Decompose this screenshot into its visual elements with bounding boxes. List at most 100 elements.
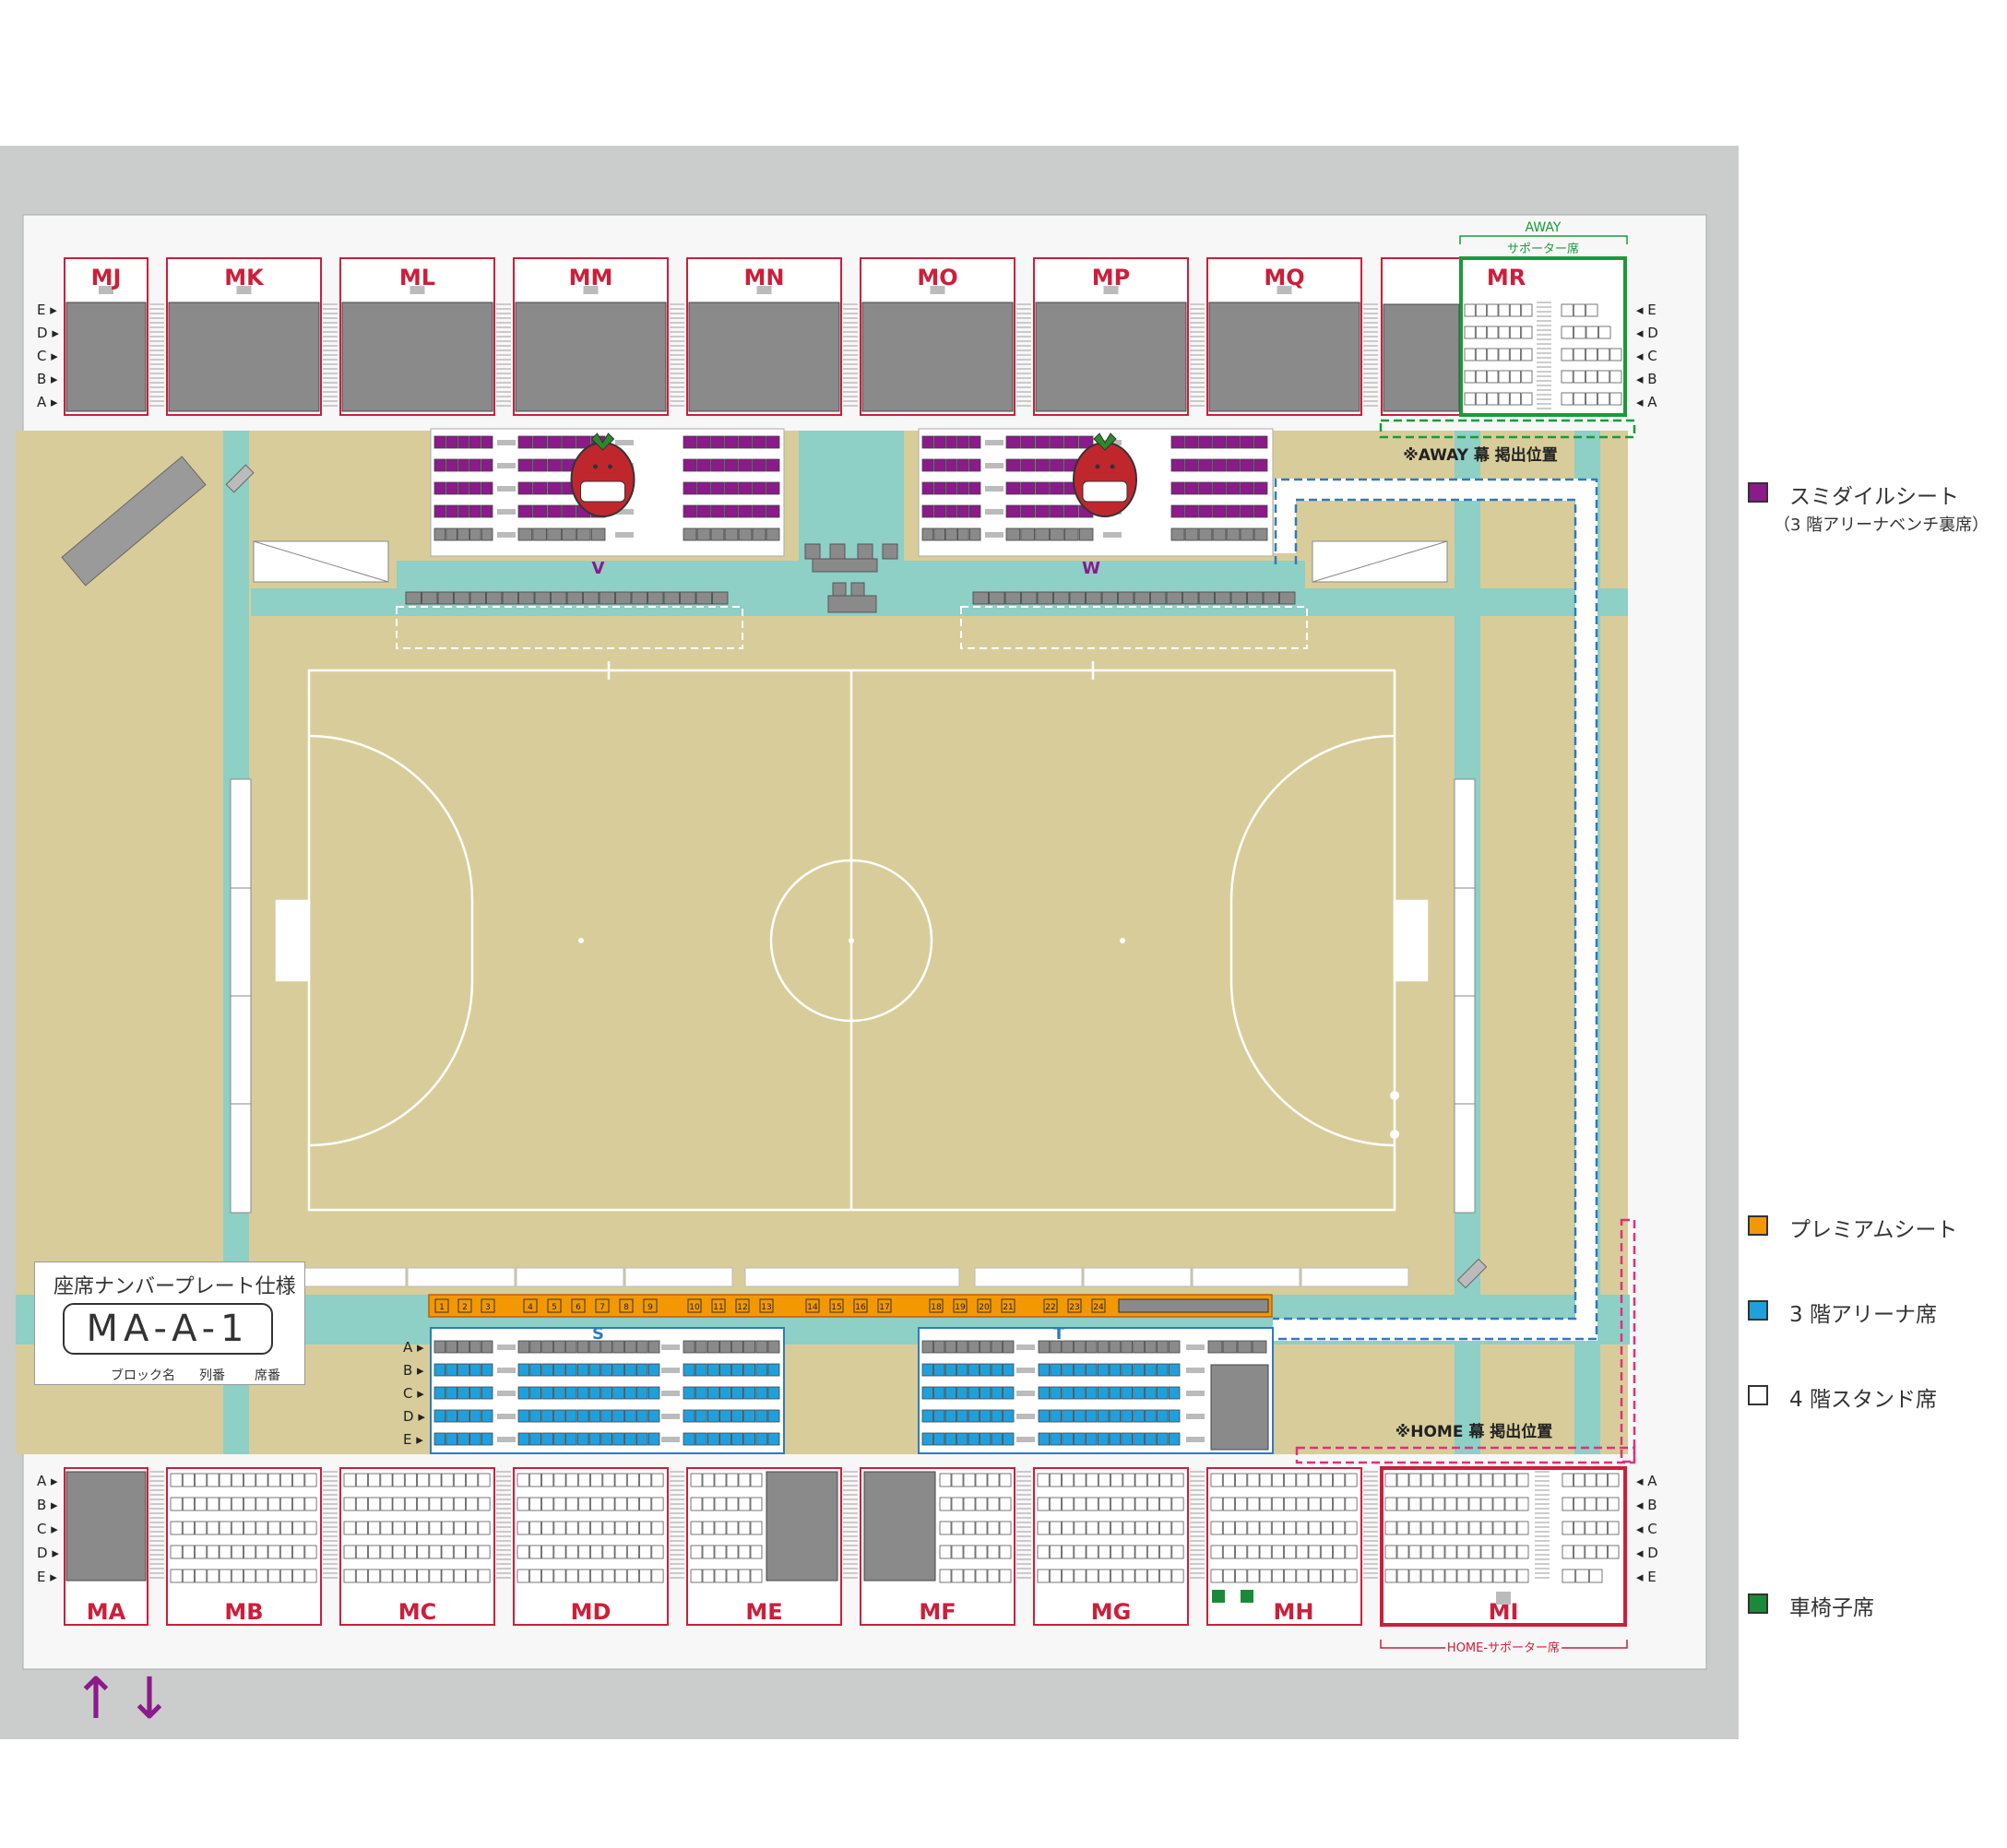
seat[interactable]: [750, 1569, 763, 1583]
seat[interactable]: [588, 1340, 601, 1354]
seat[interactable]: [1333, 1521, 1346, 1535]
seat[interactable]: [1145, 1386, 1157, 1400]
seat[interactable]: [1504, 1473, 1517, 1487]
seat[interactable]: [1212, 435, 1227, 449]
seat[interactable]: [219, 1545, 232, 1559]
seat[interactable]: [999, 1521, 1012, 1535]
seat[interactable]: [1122, 1569, 1135, 1583]
seat[interactable]: [243, 1545, 256, 1559]
seat[interactable]: [532, 481, 547, 495]
seat[interactable]: [1521, 303, 1533, 317]
seat[interactable]: [1235, 1497, 1248, 1511]
seat[interactable]: [453, 1473, 466, 1487]
seat[interactable]: [195, 1521, 208, 1535]
seat[interactable]: [392, 1569, 405, 1583]
seat[interactable]: [1110, 1473, 1123, 1487]
seat[interactable]: [726, 1545, 739, 1559]
seat[interactable]: [1171, 1497, 1184, 1511]
seat[interactable]: [454, 591, 470, 605]
seat[interactable]: [968, 481, 981, 495]
seat[interactable]: [1226, 435, 1241, 449]
seat[interactable]: [1168, 1340, 1181, 1354]
seat[interactable]: [987, 1569, 1000, 1583]
seat[interactable]: [279, 1569, 292, 1583]
seat[interactable]: [267, 1545, 280, 1559]
seat[interactable]: [963, 1473, 976, 1487]
seat[interactable]: [1035, 435, 1050, 449]
seat[interactable]: [368, 1569, 381, 1583]
seat[interactable]: [957, 504, 969, 518]
seat[interactable]: [1468, 1521, 1481, 1535]
seat[interactable]: [517, 1409, 530, 1423]
seat[interactable]: [710, 481, 725, 495]
seat[interactable]: [1609, 348, 1622, 361]
seat[interactable]: [696, 435, 711, 449]
seat[interactable]: [991, 1363, 1003, 1377]
seat[interactable]: [481, 504, 493, 518]
seat[interactable]: [577, 1569, 590, 1583]
seat[interactable]: [1408, 1521, 1421, 1535]
seat[interactable]: [1516, 1521, 1529, 1535]
premium-seat[interactable]: [853, 1298, 868, 1313]
seat[interactable]: [1432, 1521, 1445, 1535]
seat[interactable]: [683, 458, 697, 472]
seat[interactable]: [738, 435, 753, 449]
seat[interactable]: [1062, 1569, 1075, 1583]
seat[interactable]: [517, 1340, 530, 1354]
seat[interactable]: [304, 1497, 317, 1511]
seat[interactable]: [1296, 1545, 1309, 1559]
seat[interactable]: [968, 1340, 980, 1354]
seat[interactable]: [565, 1569, 578, 1583]
seat[interactable]: [991, 1386, 1003, 1400]
seat[interactable]: [1573, 303, 1586, 317]
seat[interactable]: [170, 1497, 183, 1511]
seat[interactable]: [1320, 1545, 1334, 1559]
seat[interactable]: [182, 1521, 196, 1535]
seat[interactable]: [304, 1521, 317, 1535]
seat[interactable]: [292, 1497, 305, 1511]
seat[interactable]: [517, 481, 533, 495]
seat[interactable]: [564, 1363, 577, 1377]
seat[interactable]: [433, 504, 446, 518]
seat[interactable]: [1222, 1340, 1238, 1354]
seat[interactable]: [1509, 392, 1522, 406]
premium-seat[interactable]: [735, 1298, 750, 1313]
seat[interactable]: [755, 1363, 768, 1377]
seat[interactable]: [231, 1545, 244, 1559]
seat[interactable]: [707, 1340, 719, 1354]
seat[interactable]: [695, 1409, 707, 1423]
seat[interactable]: [547, 458, 562, 472]
seat[interactable]: [553, 1432, 565, 1446]
seat[interactable]: [1504, 1545, 1517, 1559]
seat[interactable]: [547, 481, 562, 495]
seat[interactable]: [1456, 1521, 1469, 1535]
seat[interactable]: [933, 481, 945, 495]
seat[interactable]: [433, 481, 446, 495]
seat[interactable]: [1184, 504, 1199, 518]
seat[interactable]: [583, 591, 600, 605]
premium-seat[interactable]: [953, 1298, 968, 1313]
seat[interactable]: [1182, 591, 1199, 605]
seat[interactable]: [433, 527, 446, 541]
seat[interactable]: [956, 1386, 968, 1400]
seat[interactable]: [1574, 1473, 1585, 1487]
seat[interactable]: [991, 1432, 1003, 1446]
seat[interactable]: [987, 1521, 1000, 1535]
seat[interactable]: [683, 1340, 695, 1354]
premium-seat[interactable]: [571, 1298, 586, 1313]
seat[interactable]: [647, 1340, 660, 1354]
seat[interactable]: [750, 1521, 763, 1535]
seat[interactable]: [939, 1545, 952, 1559]
seat[interactable]: [1074, 1363, 1086, 1377]
seat[interactable]: [1210, 1473, 1223, 1487]
seat[interactable]: [1521, 326, 1533, 339]
seat[interactable]: [975, 1545, 988, 1559]
seat[interactable]: [182, 1473, 196, 1487]
seat[interactable]: [1122, 1521, 1135, 1535]
seat[interactable]: [1284, 1521, 1297, 1535]
seat[interactable]: [355, 1569, 368, 1583]
seat[interactable]: [639, 1473, 652, 1487]
seat[interactable]: [279, 1473, 292, 1487]
seat[interactable]: [1053, 591, 1070, 605]
seat[interactable]: [219, 1521, 232, 1535]
